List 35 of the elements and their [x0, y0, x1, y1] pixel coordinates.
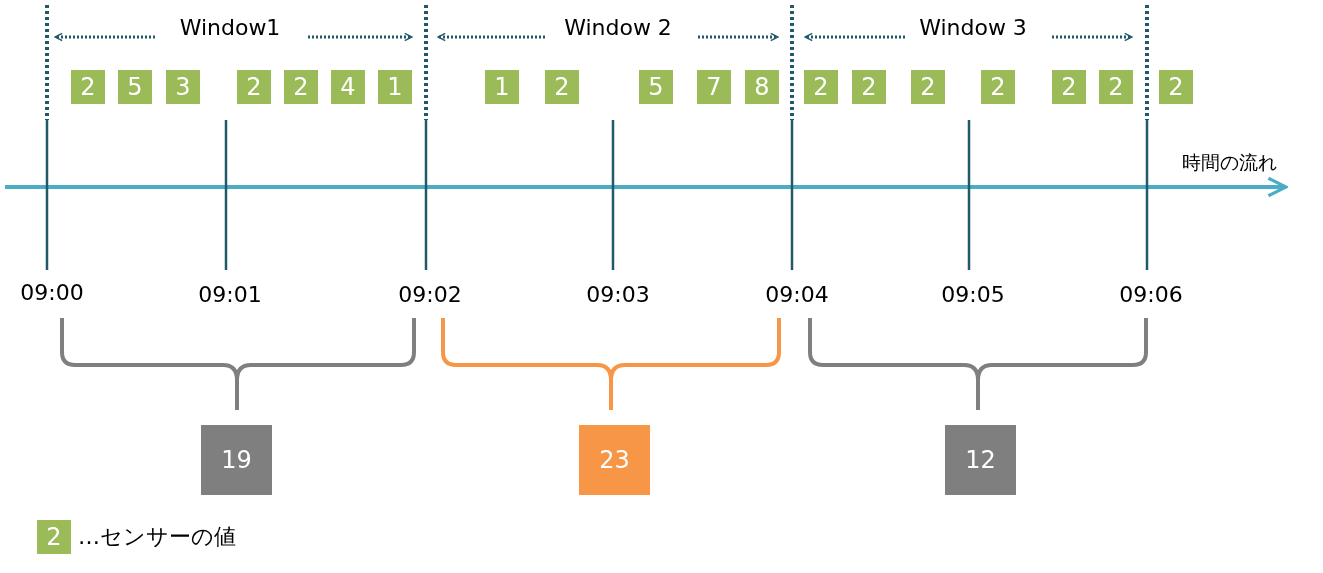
legend-text: …センサーの値 [78, 523, 236, 551]
window-label: Window1 [179, 15, 281, 40]
sensor-value-box: 2 [981, 70, 1015, 104]
sensor-value-box: 2 [1159, 70, 1193, 104]
sensor-value-box: 2 [804, 70, 838, 104]
sensor-value-box: 1 [485, 70, 519, 104]
sensor-value-box: 2 [71, 70, 105, 104]
sensor-value-box: 2 [1052, 70, 1086, 104]
sensor-value-box: 2 [911, 70, 945, 104]
window-label: Window 2 [564, 15, 672, 40]
time-label: 09:02 [398, 282, 462, 307]
sensor-value-box: 2 [284, 70, 318, 104]
window-label: Window 3 [919, 15, 1027, 40]
time-label: 09:00 [20, 280, 84, 305]
sensor-value-box: 4 [331, 70, 365, 104]
time-label: 09:05 [941, 282, 1005, 307]
time-label: 09:04 [765, 282, 829, 307]
sensor-value-box: 2 [852, 70, 886, 104]
result-box: 19 [201, 425, 272, 495]
result-box: 12 [945, 425, 1016, 495]
sensor-value-box: 2 [1099, 70, 1133, 104]
sensor-value-box: 3 [166, 70, 200, 104]
sensor-value-box: 2 [237, 70, 271, 104]
sensor-value-box: 2 [545, 70, 579, 104]
sensor-value-box: 5 [118, 70, 152, 104]
time-label: 09:03 [586, 282, 650, 307]
time-label: 09:06 [1119, 282, 1183, 307]
sensor-value-box: 1 [378, 70, 412, 104]
sensor-value-box: 5 [639, 70, 673, 104]
sensor-value-box: 7 [697, 70, 731, 104]
legend-sample-value: 2 [37, 520, 71, 554]
time-label: 09:01 [198, 282, 262, 307]
result-box: 23 [579, 425, 650, 495]
axis-label: 時間の流れ [1181, 150, 1277, 175]
sensor-value-box: 8 [745, 70, 779, 104]
